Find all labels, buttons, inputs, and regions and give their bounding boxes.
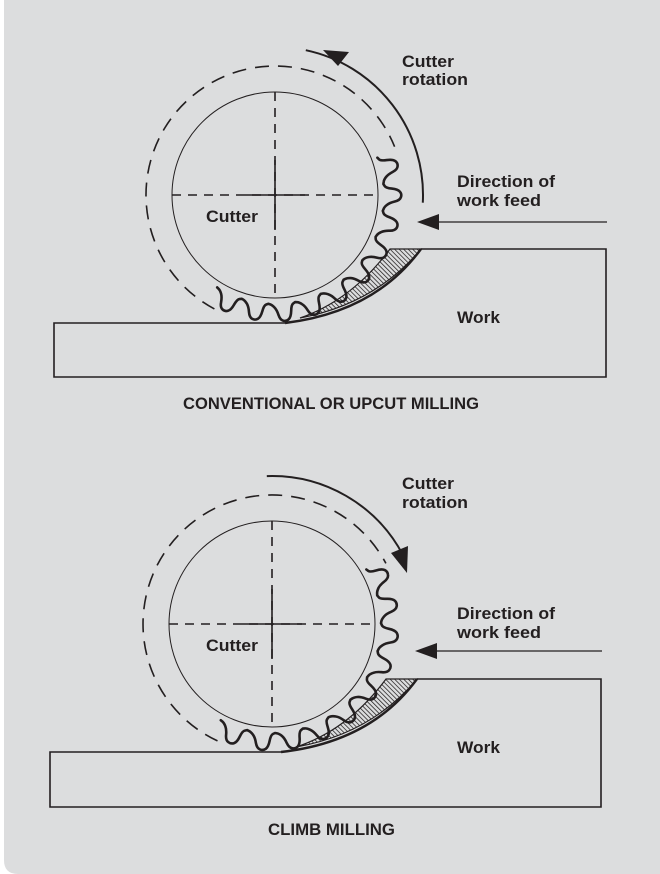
cutter-label: Cutter — [206, 207, 258, 226]
cutter-teeth — [215, 156, 403, 323]
feed-arrowhead — [417, 214, 439, 230]
rotation-arrowhead — [391, 546, 408, 573]
work-label: Work — [457, 738, 501, 757]
cut-surface — [280, 678, 418, 754]
rotation-label-line2: rotation — [402, 493, 468, 512]
feed-label-line2: work feed — [456, 623, 541, 642]
rotation-label-line2: rotation — [402, 70, 468, 89]
tooth-path-circle — [145, 65, 396, 310]
feed-label-line2: work feed — [456, 191, 541, 210]
feed-label-line1: Direction of — [457, 172, 555, 191]
chip-hatched — [299, 248, 423, 319]
figure-caption: CONVENTIONAL OR UPCUT MILLING — [183, 394, 479, 413]
rotation-label-line1: Cutter — [402, 52, 454, 71]
feed-label-line1: Direction of — [457, 604, 555, 623]
climb-milling-figure: Cutter Cutter rotation Direction of work… — [49, 474, 602, 839]
work-label: Work — [457, 308, 501, 327]
cutter-teeth — [219, 568, 399, 752]
workpiece-outline — [53, 248, 607, 378]
rotation-label-line1: Cutter — [402, 474, 454, 493]
rotation-arrowhead — [323, 50, 349, 66]
feed-arrowhead — [415, 643, 437, 659]
cutter-label: Cutter — [206, 636, 258, 655]
conventional-milling-figure: Cutter Cutter rotation Direction of work… — [53, 49, 607, 413]
cut-surface — [284, 248, 422, 325]
background-card — [4, 0, 660, 874]
workpiece-outline — [49, 678, 602, 808]
tooth-path-circle — [142, 494, 387, 742]
rotation-arrow — [266, 475, 404, 555]
figure-caption: CLIMB MILLING — [268, 820, 395, 839]
